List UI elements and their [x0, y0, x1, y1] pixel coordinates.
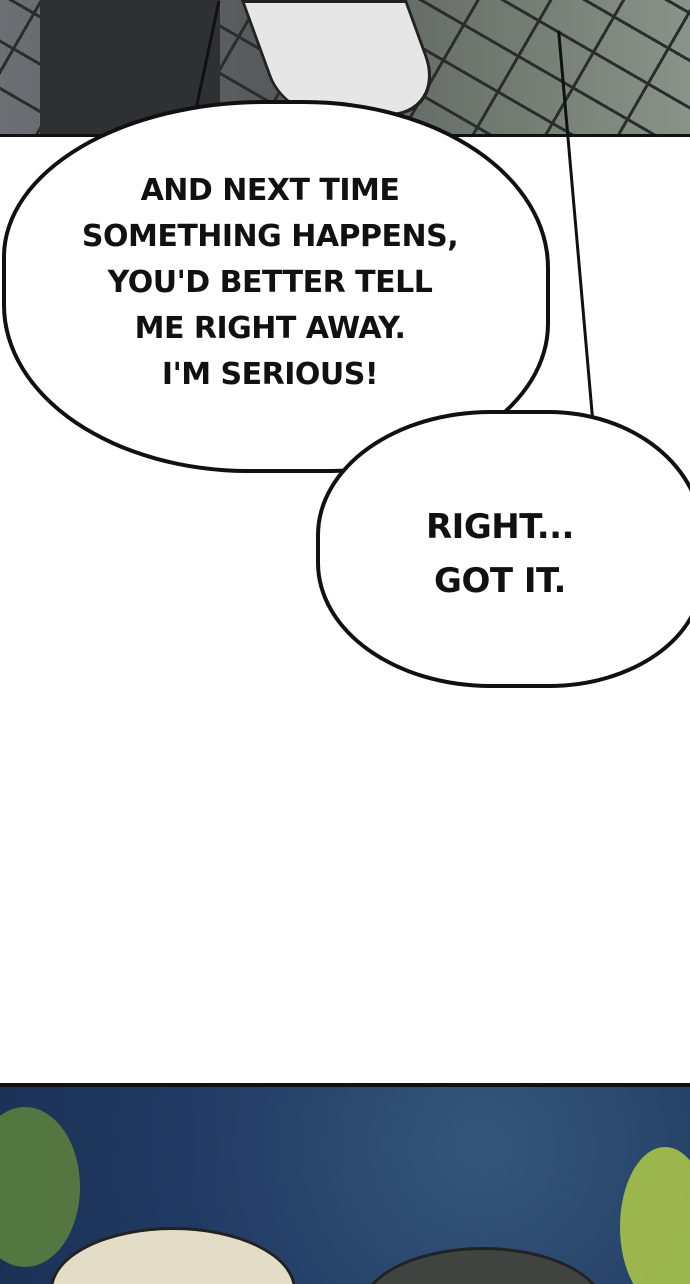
dialogue-line: I'M SERIOUS!	[161, 357, 379, 392]
speech-bubble-2-text: RIGHT... GOT IT.	[400, 500, 600, 608]
dark-hair-head-illustration	[360, 1247, 606, 1284]
sneaker-illustration	[240, 0, 450, 116]
speech-bubble-1-text: AND NEXT TIME SOMETHING HAPPENS, YOU'D B…	[70, 168, 470, 398]
bottom-comic-panel	[0, 1083, 690, 1284]
dialogue-line: RIGHT...	[426, 507, 574, 547]
dialogue-line: GOT IT.	[434, 561, 566, 601]
foliage-left	[0, 1107, 80, 1267]
dialogue-line: ME RIGHT AWAY.	[134, 311, 406, 346]
speech-bubble-2	[316, 410, 690, 688]
blonde-head-illustration	[50, 1227, 296, 1284]
dialogue-line: AND NEXT TIME	[140, 173, 400, 208]
speech-bubble-1	[2, 100, 550, 473]
foliage-right	[620, 1147, 690, 1284]
dialogue-line: YOU'D BETTER TELL	[107, 265, 433, 300]
dialogue-line: SOMETHING HAPPENS,	[81, 219, 459, 254]
